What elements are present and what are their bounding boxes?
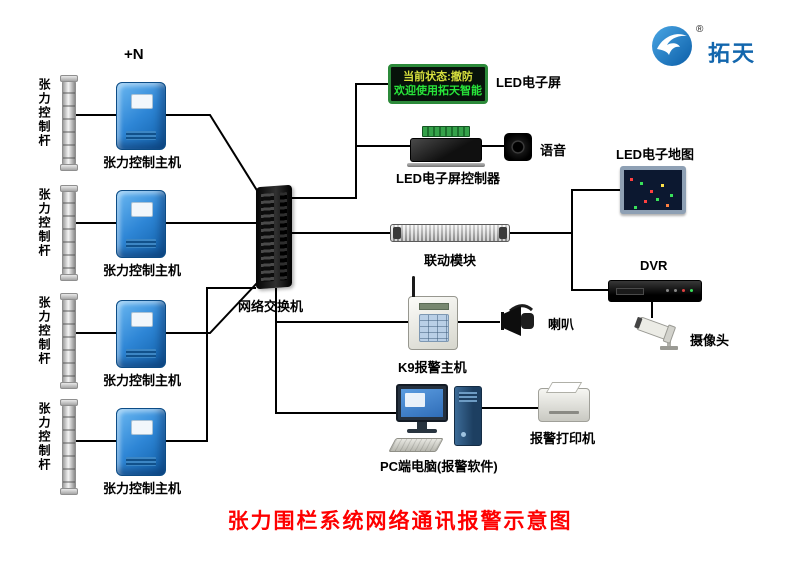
camera-label: 摄像头 — [690, 333, 730, 348]
monitor-stand — [417, 422, 427, 429]
plus-n-annotation: +N — [124, 46, 144, 63]
led-map-device — [620, 166, 686, 214]
horn-speaker-device — [501, 304, 534, 336]
terminal-strip — [422, 126, 470, 137]
tension-control-host-label: 张力控制主机 — [103, 373, 182, 388]
led-controller-device — [407, 126, 485, 168]
diagram-title: 张力围栏系统网络通讯报警示意图 — [227, 510, 573, 533]
led-display-device: 当前状态:撤防 欢迎使用拓天智能 — [388, 64, 488, 104]
pc-tower — [454, 386, 482, 446]
tension-control-host-label: 张力控制主机 — [103, 155, 182, 170]
dvr-label: DVR — [640, 258, 668, 273]
pc-keyboard — [388, 438, 444, 452]
pc-label: PC端电脑(报警软件) — [380, 459, 498, 474]
network-switch-device — [256, 184, 292, 290]
registered-mark: ® — [696, 24, 704, 35]
pc-screen — [401, 389, 443, 417]
tension-rod-label: 张力控制杆 — [37, 296, 51, 366]
tension-control-host-device — [116, 82, 166, 150]
voice-label: 语音 — [540, 143, 567, 158]
tension-control-host-device — [116, 190, 166, 258]
tension-rod-label: 张力控制杆 — [37, 78, 51, 148]
tension-control-host-device — [116, 408, 166, 476]
linkage-module-label: 联动模块 — [424, 253, 477, 268]
alarm-printer-label: 报警打印机 — [530, 431, 596, 446]
map-dots — [630, 178, 633, 181]
horn-label: 喇叭 — [548, 317, 575, 332]
tension-rod — [60, 185, 78, 281]
led-display-line1: 当前状态:撤防 — [403, 71, 473, 83]
dvr-device — [608, 280, 702, 302]
linkage-module-device — [390, 224, 510, 242]
k9-alarm-host-device — [408, 276, 458, 350]
led-display-line2: 欢迎使用拓天智能 — [394, 85, 482, 97]
cctv-camera-device — [634, 316, 678, 350]
pc-monitor — [396, 384, 448, 422]
k9-keypad — [419, 314, 449, 342]
brand-logo: ® 拓天 — [650, 24, 790, 74]
tension-rod — [60, 75, 78, 171]
tension-control-host-device — [116, 300, 166, 368]
tension-rod-label: 张力控制杆 — [37, 188, 51, 258]
network-switch-label: 网络交换机 — [238, 299, 304, 314]
tension-rod — [60, 293, 78, 389]
monitor-base — [407, 429, 437, 433]
k9-alarm-host-label: K9报警主机 — [398, 360, 467, 375]
controller-body — [410, 138, 482, 162]
led-display-label: LED电子屏 — [496, 75, 562, 90]
tension-rod-label: 张力控制杆 — [37, 402, 51, 472]
voice-speaker-device — [504, 133, 532, 161]
tension-control-host-label: 张力控制主机 — [103, 263, 182, 278]
led-controller-label: LED电子屏控制器 — [396, 171, 501, 186]
tension-control-host-label: 张力控制主机 — [103, 481, 182, 496]
antenna — [412, 276, 415, 297]
alarm-printer-device — [538, 388, 590, 422]
controller-base — [407, 163, 485, 167]
brand-logo-icon — [652, 26, 692, 66]
tension-rod — [60, 399, 78, 495]
brand-name: 拓天 — [708, 41, 757, 66]
led-map-label: LED电子地图 — [616, 147, 695, 162]
k9-screen — [419, 303, 449, 310]
